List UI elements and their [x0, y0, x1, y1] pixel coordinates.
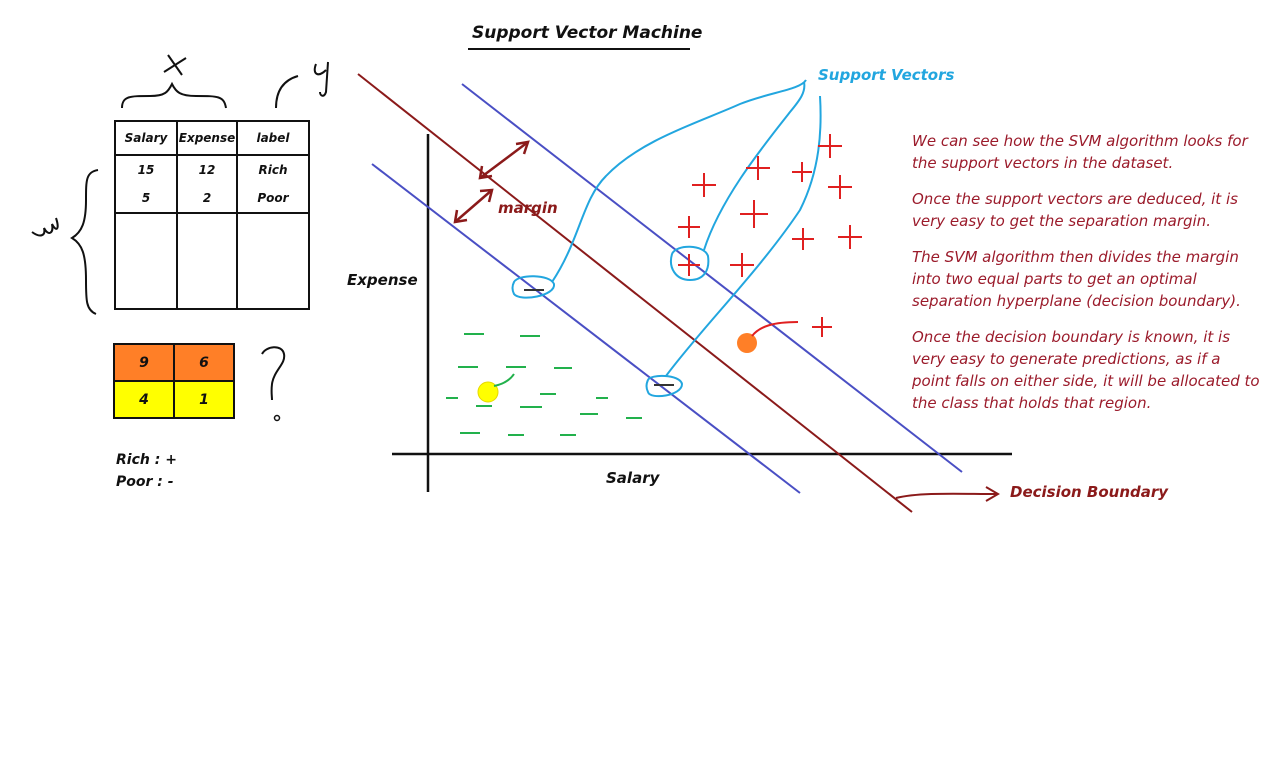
- yellow-point-arrow: [493, 373, 515, 387]
- plus-point: [838, 225, 862, 249]
- yellow-point: [477, 381, 499, 403]
- plus-point: [792, 162, 812, 182]
- y-letter: [313, 61, 329, 97]
- table-header-salary: Salary: [114, 120, 178, 156]
- data-table: Salary Expense label 15 12 Rich 5 2 Poor: [114, 120, 310, 310]
- x-axis-label: Salary: [606, 469, 660, 487]
- y-bracket: [275, 75, 299, 109]
- decision-boundary-line: [357, 73, 913, 513]
- minus-points: [446, 333, 642, 436]
- plus-point: [730, 253, 754, 277]
- lower-margin-line: [371, 163, 801, 494]
- diagram-title: Support Vector Machine: [472, 23, 703, 43]
- plus-point: [828, 175, 852, 199]
- x-letter: [163, 54, 187, 76]
- table-cell: 12: [176, 155, 238, 184]
- plus-point: [812, 317, 832, 337]
- question-mark: [261, 346, 286, 401]
- plus-point: [740, 200, 768, 228]
- margin-arrows: [453, 140, 530, 224]
- grid-cell: 9: [113, 343, 175, 382]
- plus-point: [678, 254, 700, 276]
- table-cell: Rich: [236, 155, 310, 184]
- table-empty-cell: [114, 212, 178, 310]
- table-cell: 15: [114, 155, 178, 184]
- plus-point: [792, 228, 814, 250]
- table-cell: Poor: [236, 184, 310, 213]
- plus-point: [818, 134, 842, 158]
- note-paragraph: We can see how the SVM algorithm looks f…: [912, 132, 1248, 172]
- title-underline: [468, 48, 690, 50]
- explanation-notes: We can see how the SVM algorithm looks f…: [912, 130, 1262, 428]
- legend-poor: Poor : -: [116, 474, 174, 490]
- prediction-grid: 9 6 4 1: [113, 343, 235, 419]
- table-header-expense: Expense: [176, 120, 238, 156]
- m-letter: [31, 217, 59, 237]
- table-cell: 5: [114, 184, 178, 213]
- grid-cell: 1: [173, 380, 235, 419]
- decision-boundary-arrow: [895, 486, 1000, 502]
- y-axis-label: Expense: [347, 271, 418, 289]
- table-cell: 2: [176, 184, 238, 213]
- table-empty-cell: [236, 212, 310, 310]
- plus-point: [692, 173, 716, 197]
- table-empty-cell: [176, 212, 238, 310]
- orange-point-arrow: [751, 321, 799, 337]
- grid-cell: 4: [113, 380, 175, 419]
- legend-rich: Rich : +: [116, 452, 177, 468]
- grid-cell: 6: [173, 343, 235, 382]
- plus-points: [678, 134, 862, 337]
- decision-boundary-label: Decision Boundary: [1010, 483, 1169, 501]
- plus-point: [678, 216, 700, 238]
- upper-margin-line: [461, 83, 963, 473]
- table-header-label: label: [236, 120, 310, 156]
- margin-label: margin: [498, 199, 558, 217]
- plus-point: [746, 156, 770, 180]
- m-brace: [70, 169, 99, 315]
- orange-point: [737, 333, 757, 353]
- note-paragraph: Once the support vectors are deduced, it…: [912, 190, 1238, 230]
- support-vectors-label: Support Vectors: [818, 66, 955, 84]
- note-paragraph: The SVM algorithm then divides the margi…: [912, 248, 1241, 310]
- x-brace: [121, 81, 227, 109]
- note-paragraph: Once the decision boundary is known, it …: [912, 328, 1260, 412]
- support-vector-marks: [511, 79, 822, 398]
